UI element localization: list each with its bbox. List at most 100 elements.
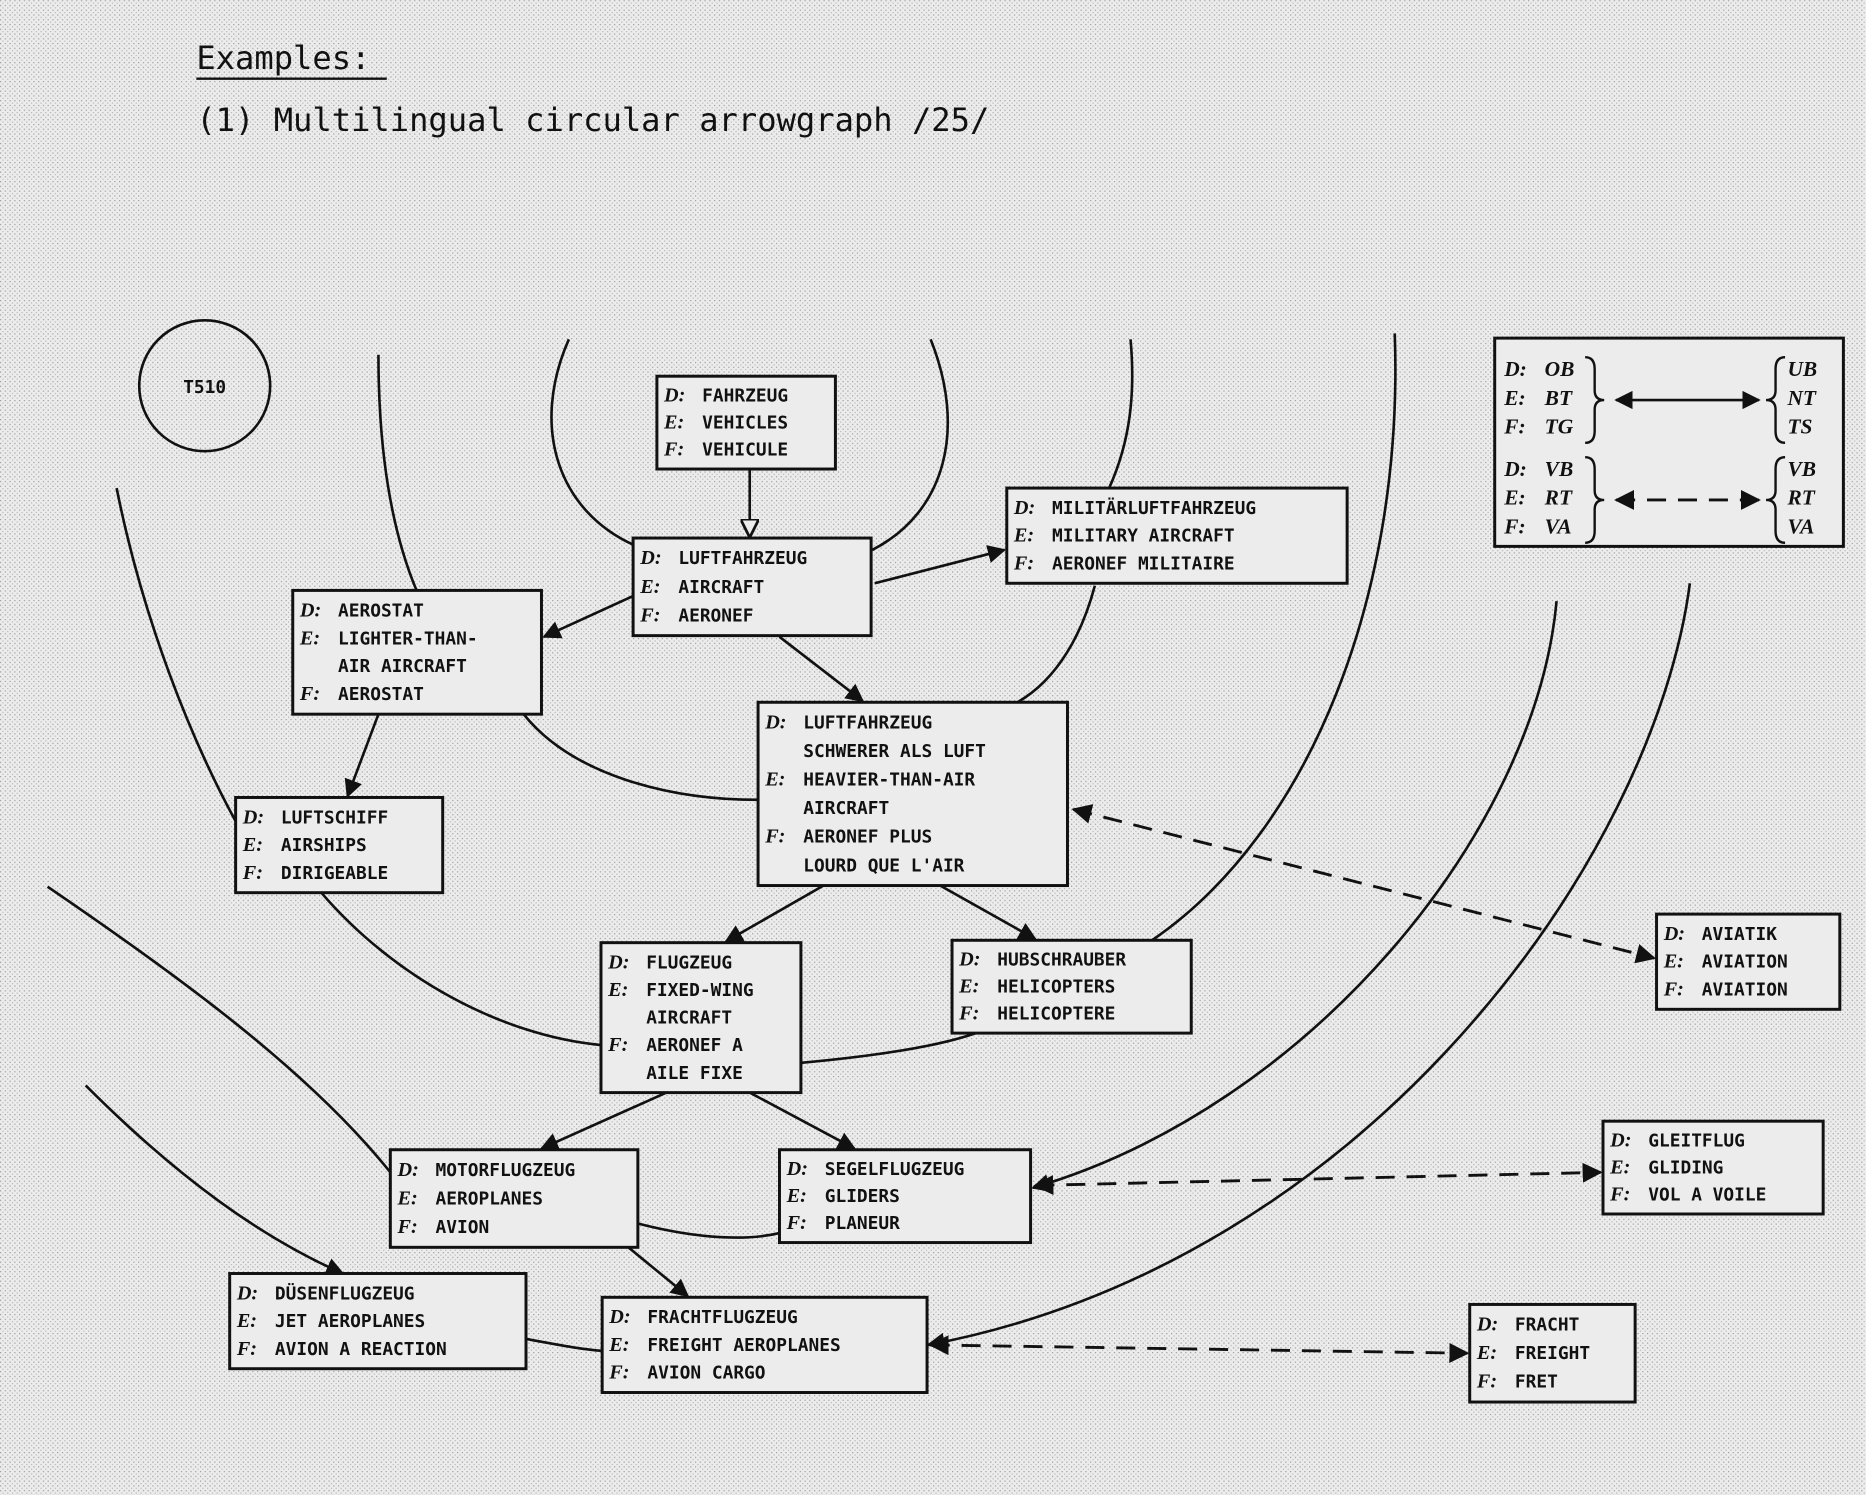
term-text: LOURD QUE L'AIR (803, 855, 964, 876)
legend-abbrev: UB (1787, 357, 1817, 381)
term-text: AVION (436, 1217, 490, 1238)
term-text: LUFTSCHIFF (281, 807, 388, 828)
concentric-arcs (46, 333, 1692, 1353)
term-text: AVIATION (1702, 952, 1788, 973)
arc-4-left (46, 885, 392, 1174)
language-prefix: E: (958, 976, 979, 998)
term-text: FRACHTFLUGZEUG (647, 1307, 797, 1328)
term-text: AVIATION (1702, 979, 1788, 1000)
term-text: AIRCRAFT (646, 1008, 732, 1029)
language-prefix: F: (396, 1216, 417, 1238)
term-text: AVION CARGO (647, 1363, 765, 1384)
legend-brace-right (1585, 455, 1605, 545)
term-text: FLUGZEUG (646, 952, 732, 973)
arc-4-bottom (637, 1222, 780, 1239)
term-text: LUFTFAHRZEUG (678, 548, 807, 569)
arc-3-bottom-b (800, 1031, 977, 1065)
language-prefix: D: (1476, 1314, 1498, 1336)
term-text: FIXED-WING (646, 980, 753, 1001)
language-prefix: D: (299, 599, 321, 621)
language-prefix: D: (958, 949, 980, 971)
language-prefix: E: (1609, 1157, 1630, 1179)
legend-abbrev: VA (1787, 514, 1814, 538)
legend-abbrev: TG (1545, 414, 1574, 438)
term-text: VOL A VOILE (1648, 1185, 1766, 1206)
term-text: AVIATIK (1702, 924, 1777, 945)
arc-5-right (926, 583, 1692, 1351)
language-prefix: D: (786, 1158, 808, 1180)
language-prefix: E: (1663, 951, 1684, 973)
language-prefix: D: (1609, 1130, 1631, 1152)
term-text: FREIGHT (1515, 1343, 1590, 1364)
language-prefix: F: (786, 1212, 807, 1234)
arc-2-bottom (522, 713, 759, 802)
term-text: MOTORFLUGZEUG (436, 1160, 576, 1181)
arc-5-left (84, 1084, 345, 1276)
language-prefix: D: (607, 951, 629, 973)
term-text: LIGHTER-THAN- (338, 628, 478, 649)
arc-2-left (377, 354, 418, 591)
language-prefix: F: (1013, 552, 1034, 574)
term-text: FRET (1515, 1372, 1558, 1393)
term-boxes: D:FAHRZEUGE:VEHICLESF:VEHICULED:LUFTFAHR… (228, 374, 1842, 1404)
language-prefix: F: (958, 1003, 979, 1025)
language-prefix: F: (639, 604, 660, 626)
legend-abbrev: VA (1545, 514, 1572, 538)
language-prefix: D: (242, 806, 264, 828)
term-text: VEHICLES (702, 413, 788, 434)
language-prefix: E: (236, 1310, 257, 1332)
term-text: HUBSCHRAUBER (997, 950, 1126, 971)
term-text: MILITARY AIRCRAFT (1052, 526, 1235, 547)
term-text: LUFTFAHRZEUG (803, 712, 932, 733)
term-text: AERONEF MILITAIRE (1052, 553, 1235, 574)
legend-abbrev: NT (1786, 386, 1816, 410)
relation-arrows (344, 469, 1657, 1363)
term-text: FAHRZEUG (702, 386, 788, 407)
dashed-gliders-gliding (1033, 1162, 1603, 1196)
arrow-fixedwing-to-gliders (749, 1091, 857, 1150)
term-text: HELICOPTERS (997, 977, 1115, 998)
legend-prefix: F: (1503, 414, 1525, 438)
term-text: DÜSENFLUGZEUG (275, 1282, 415, 1304)
term-text: DIRIGEABLE (281, 863, 388, 884)
language-prefix: F: (242, 862, 263, 884)
language-prefix: E: (607, 979, 628, 1001)
term-text: GLEITFLUG (1648, 1131, 1745, 1152)
language-prefix: E: (1476, 1342, 1497, 1364)
dashed-heavier-aviation (1071, 804, 1657, 964)
term-text: AEROPLANES (436, 1188, 543, 1209)
term-text: FREIGHT AEROPLANES (647, 1335, 840, 1356)
arc-2-right-b (1107, 339, 1134, 489)
term-text: HEAVIER-THAN-AIR (803, 770, 975, 791)
language-prefix: E: (639, 576, 660, 598)
legend-abbrev: TS (1787, 414, 1812, 438)
subtitle: (1) Multilingual circular arrowgraph /25… (196, 101, 989, 139)
language-prefix: D: (236, 1282, 258, 1304)
language-prefix: E: (663, 412, 684, 434)
arc-3-bottom (320, 891, 602, 1047)
legend-abbrev: BT (1544, 386, 1573, 410)
language-prefix: F: (1476, 1371, 1497, 1393)
term-text: AEROSTAT (338, 600, 424, 621)
arc-3-left (115, 487, 237, 822)
term-text: SEGELFLUGZEUG (825, 1159, 965, 1180)
language-prefix: F: (607, 1034, 628, 1056)
arrow-heavier-to-helicopters (939, 884, 1037, 941)
legend-brace-left (1765, 455, 1786, 545)
language-prefix: F: (1609, 1184, 1630, 1206)
term-text: AVION A REACTION (275, 1339, 447, 1360)
term-text: AILE FIXE (646, 1063, 743, 1084)
language-prefix: F: (663, 439, 684, 461)
legend-abbrev: VB (1545, 457, 1574, 481)
language-prefix: D: (663, 385, 685, 407)
